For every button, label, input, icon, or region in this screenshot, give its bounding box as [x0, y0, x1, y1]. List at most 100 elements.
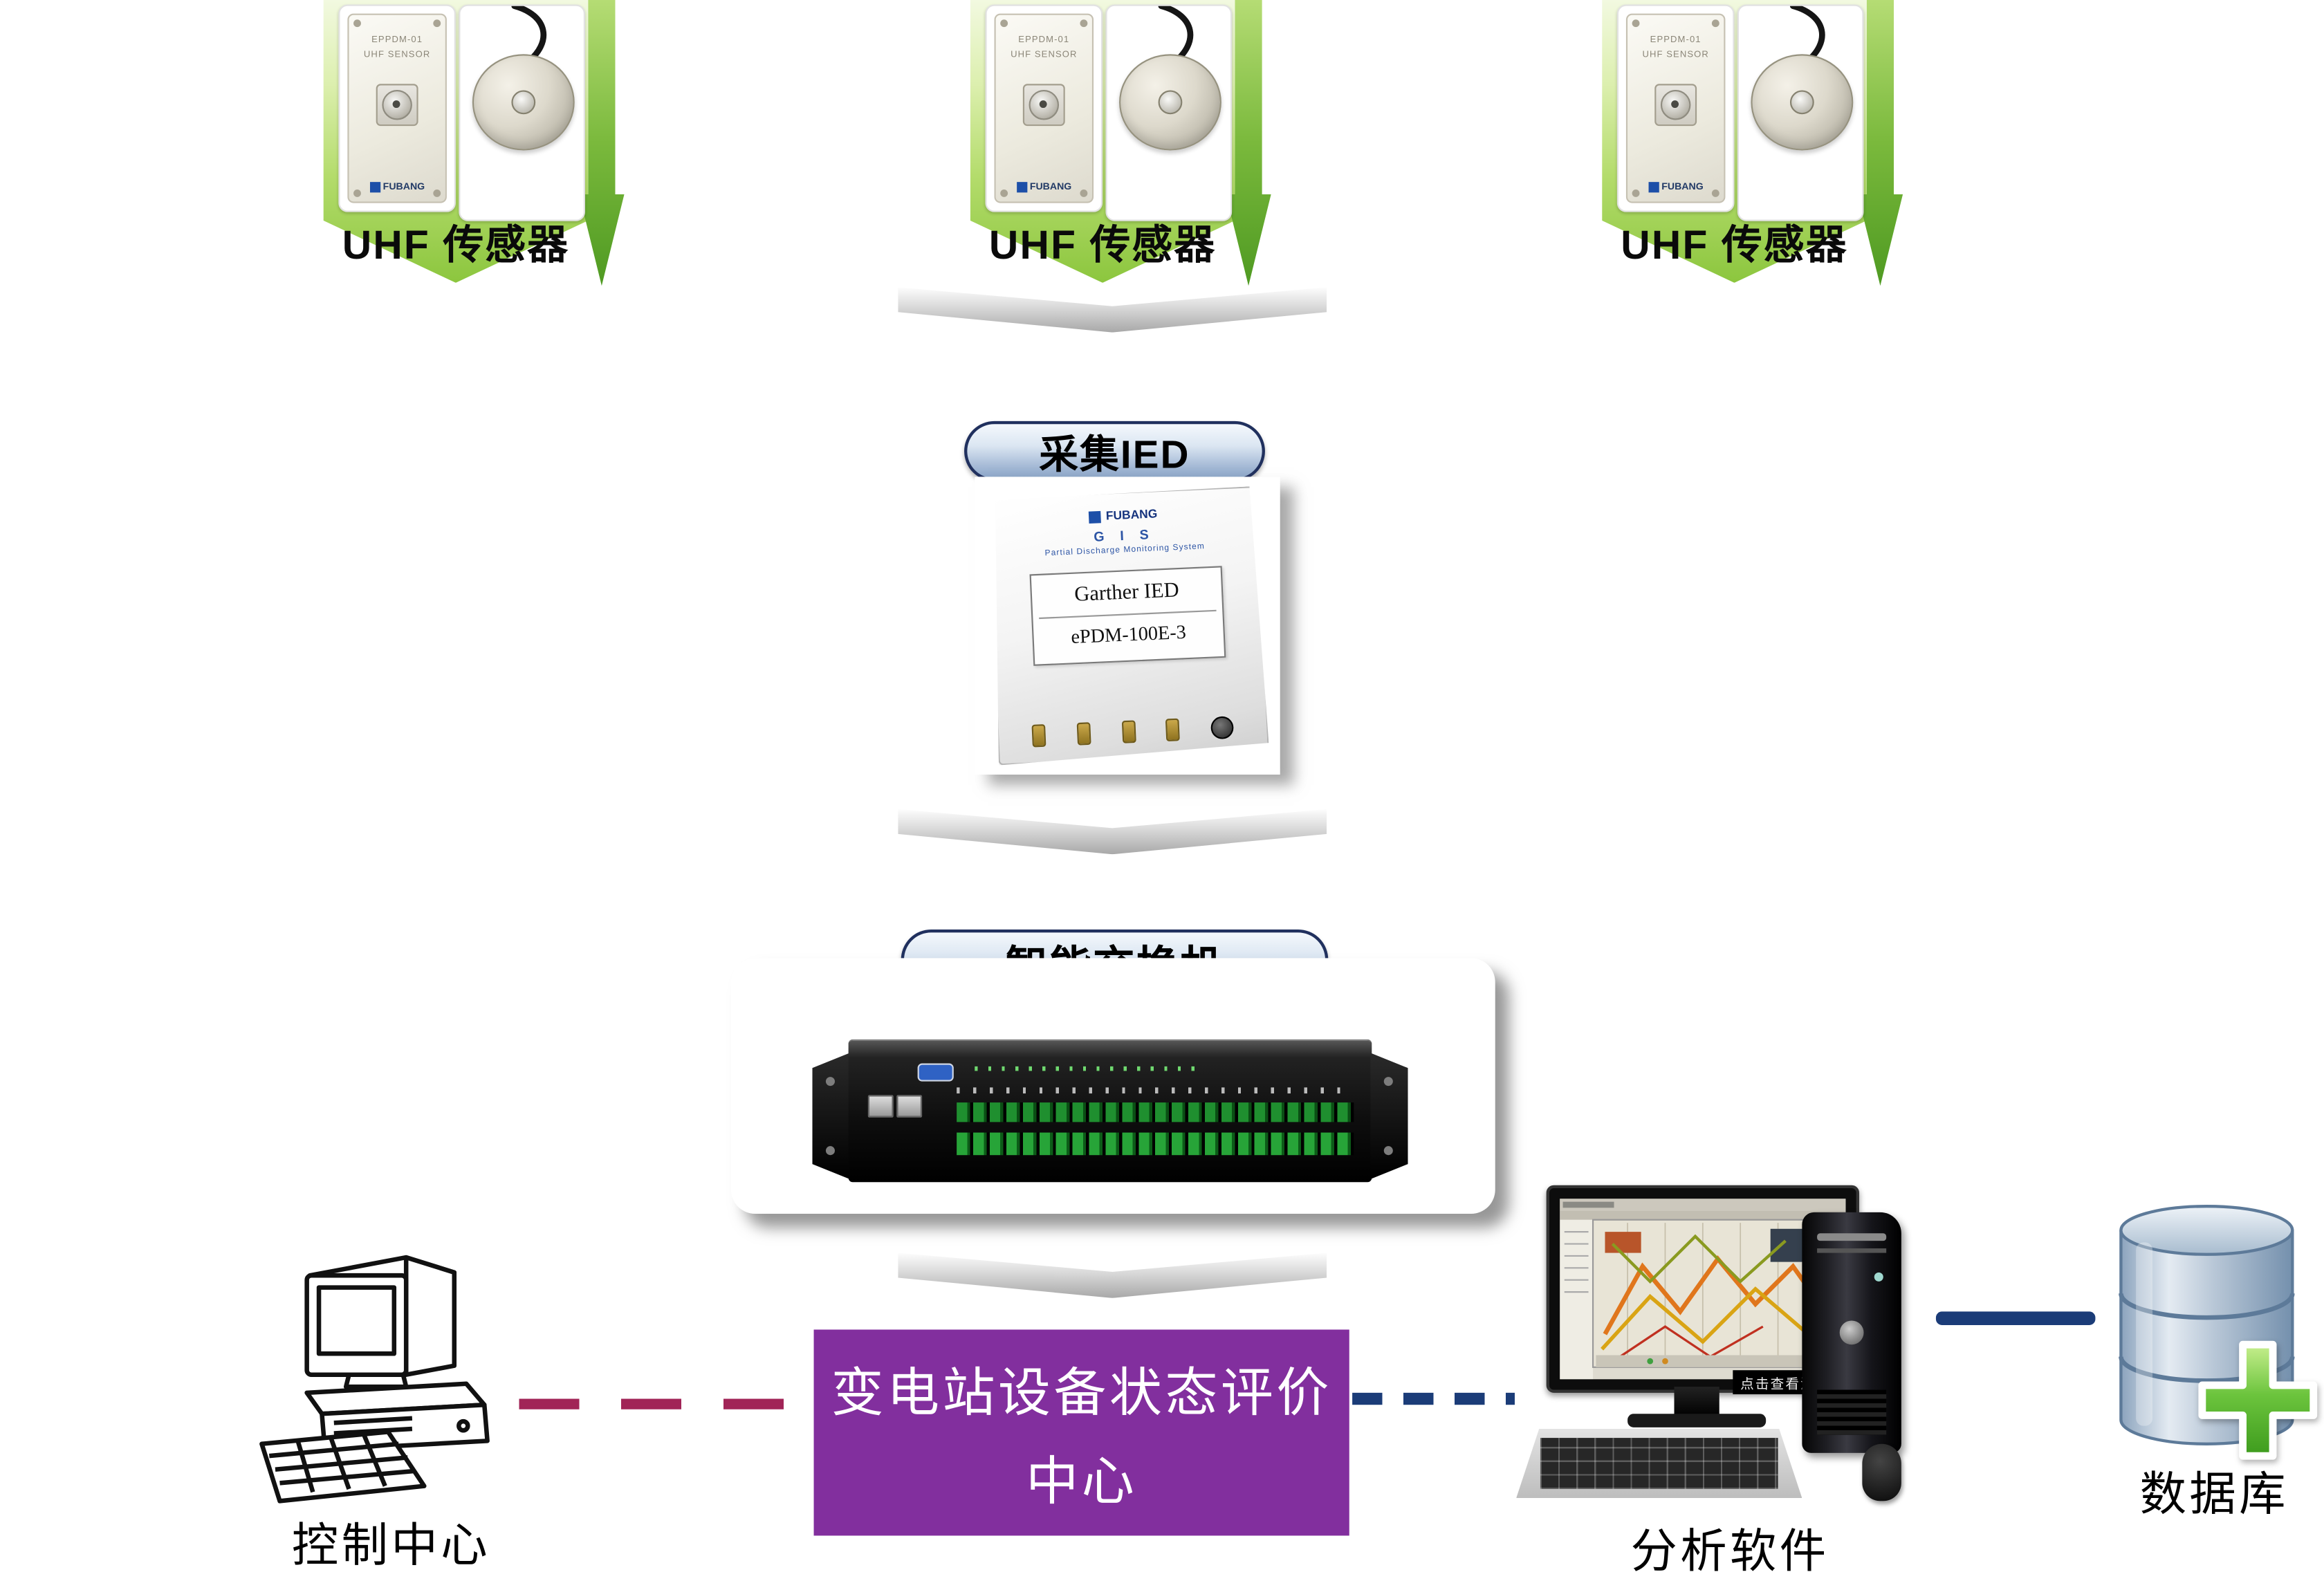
screw-icon — [353, 189, 361, 197]
evaluation-center-line2: 中心 — [1026, 1452, 1138, 1511]
pc-logo-icon — [1839, 1320, 1864, 1345]
screw-icon — [1711, 189, 1719, 197]
uhf-sensor-panel-photo: EPPDM-01 UHF SENSOR FUBANG — [338, 4, 456, 212]
uhf-sensor-group-center: EPPDM-01 UHF SENSOR FUBANG UHF 传感器 — [970, 0, 1271, 301]
pc-tower — [1802, 1212, 1901, 1453]
brand-logo: FUBANG — [349, 182, 445, 193]
screw-icon — [1711, 19, 1719, 28]
sma-connector-icon — [1076, 722, 1091, 745]
sensor-model-text: EPPDM-01 UHF SENSOR — [996, 35, 1092, 64]
brand-logo-icon — [1648, 182, 1659, 193]
round-connector-icon — [1210, 716, 1234, 739]
dashed-link-center-to-analysis — [1352, 1392, 1515, 1405]
port-number-ticks — [957, 1087, 1351, 1094]
sensor-label: UHF 传感器 — [342, 222, 570, 268]
power-button-icon — [1874, 1272, 1883, 1282]
uhf-sensor-panel-photo: EPPDM-01 UHF SENSOR FUBANG — [1616, 4, 1735, 212]
screw-icon — [1632, 189, 1640, 197]
fiber-port-row — [957, 1132, 1354, 1156]
ied-model: ePDM-100E-3 — [1070, 620, 1187, 648]
database-label: 数据库 — [2139, 1468, 2289, 1521]
uhf-sensor-disc-photo — [1105, 4, 1233, 221]
brand-logo-icon — [1016, 182, 1027, 193]
chevron-down-icon — [898, 809, 1327, 855]
screw-icon — [1632, 19, 1640, 28]
rf-connector-icon — [1654, 84, 1697, 127]
rj45-port-icon — [867, 1095, 894, 1118]
screw-icon — [1000, 19, 1008, 28]
led-row-icon — [975, 1066, 1201, 1071]
ied-label-plate: Garther IED ePDM-100E-3 — [1030, 566, 1226, 666]
sma-connector-icon — [1165, 719, 1180, 741]
sma-connector-icon — [1121, 720, 1136, 743]
sensor-model: EPPDM-01 — [1650, 36, 1702, 46]
screw-icon — [1080, 189, 1088, 197]
rj45-port-icon — [896, 1095, 923, 1118]
ied-stage-pill: 采集IED — [964, 420, 1265, 481]
sensor-label: UHF 传感器 — [988, 222, 1217, 268]
rack-ear-left — [812, 1053, 850, 1180]
sensor-type: UHF SENSOR — [1642, 50, 1709, 60]
rack-ear-right — [1370, 1053, 1408, 1180]
sensor-model-text: EPPDM-01 UHF SENSOR — [349, 35, 445, 64]
fiber-port-row — [957, 1102, 1354, 1122]
control-center-computer-art — [259, 1255, 490, 1504]
evaluation-center-box: 变电站设备状态评价 中心 — [813, 1329, 1349, 1536]
mouse — [1862, 1443, 1901, 1501]
uhf-sensor-group-right: EPPDM-01 UHF SENSOR FUBANG UHF 传感器 — [1602, 0, 1903, 301]
sensor-type: UHF SENSOR — [363, 50, 431, 60]
brand-logo-icon — [369, 182, 380, 193]
sensor-panel: EPPDM-01 UHF SENSOR FUBANG — [994, 13, 1094, 203]
uhf-sensor-group-left: EPPDM-01 UHF SENSOR FUBANG UHF 传感器 — [323, 0, 625, 301]
brand-logo: FUBANG — [1627, 182, 1724, 193]
uhf-sensor-disc-photo — [459, 4, 585, 221]
brand-text: FUBANG — [1029, 182, 1072, 193]
sensor-model: EPPDM-01 — [371, 36, 423, 46]
disc-antenna-icon — [1751, 54, 1854, 151]
sensor-model-text: EPPDM-01 UHF SENSOR — [1627, 35, 1724, 64]
monitor-base — [1627, 1414, 1767, 1427]
switch-device — [848, 1039, 1372, 1183]
ied-name: Garther IED — [1038, 578, 1216, 619]
sensor-type: UHF SENSOR — [1011, 50, 1078, 60]
brand-logo-icon — [1089, 510, 1102, 523]
ied-pill-label: 采集IED — [1039, 431, 1190, 477]
sensor-model: EPPDM-01 — [1018, 36, 1070, 46]
ied-device: FUBANG G I S Partial Discharge Monitorin… — [987, 486, 1269, 766]
chevron-down-icon — [898, 1252, 1327, 1298]
monitor-stand — [1674, 1387, 1719, 1417]
optical-drive-icon — [1817, 1233, 1887, 1241]
control-center-label: 控制中心 — [291, 1519, 490, 1572]
rf-connector-icon — [376, 84, 418, 127]
vents-icon — [1817, 1389, 1887, 1435]
uhf-sensor-disc-photo — [1737, 4, 1864, 221]
disc-antenna-icon — [472, 54, 575, 151]
ied-photo-card: FUBANG G I S Partial Discharge Monitorin… — [975, 477, 1280, 775]
drive-bay-icon — [1817, 1248, 1887, 1253]
screw-icon — [433, 189, 441, 197]
screw-icon — [433, 19, 441, 28]
sma-connector-icon — [1031, 724, 1046, 747]
sensor-panel: EPPDM-01 UHF SENSOR FUBANG — [1625, 13, 1726, 203]
link-analysis-to-database — [1935, 1311, 2096, 1325]
analysis-software-label: 分析软件 — [1630, 1525, 1829, 1578]
screw-icon — [353, 19, 361, 28]
screw-icon — [1000, 189, 1008, 197]
evaluation-center-line1: 变电站设备状态评价 — [831, 1363, 1332, 1423]
ied-connectors — [1031, 716, 1234, 747]
sensor-panel: EPPDM-01 UHF SENSOR FUBANG — [347, 13, 447, 203]
vga-port-icon — [917, 1063, 954, 1082]
brand-text: FUBANG — [1661, 182, 1704, 193]
brand-text: FUBANG — [382, 182, 425, 193]
uhf-sensor-panel-photo: EPPDM-01 UHF SENSOR FUBANG — [985, 4, 1103, 212]
keyboard-keys — [1540, 1438, 1778, 1490]
sensor-label: UHF 传感器 — [1621, 222, 1848, 268]
keyboard — [1516, 1429, 1802, 1499]
brand-text: FUBANG — [1105, 507, 1158, 523]
dashed-link-control-to-center — [519, 1398, 814, 1409]
rf-connector-icon — [1022, 84, 1065, 127]
plus-icon — [2198, 1340, 2318, 1460]
disc-antenna-icon — [1119, 54, 1221, 151]
screw-icon — [1080, 19, 1088, 28]
